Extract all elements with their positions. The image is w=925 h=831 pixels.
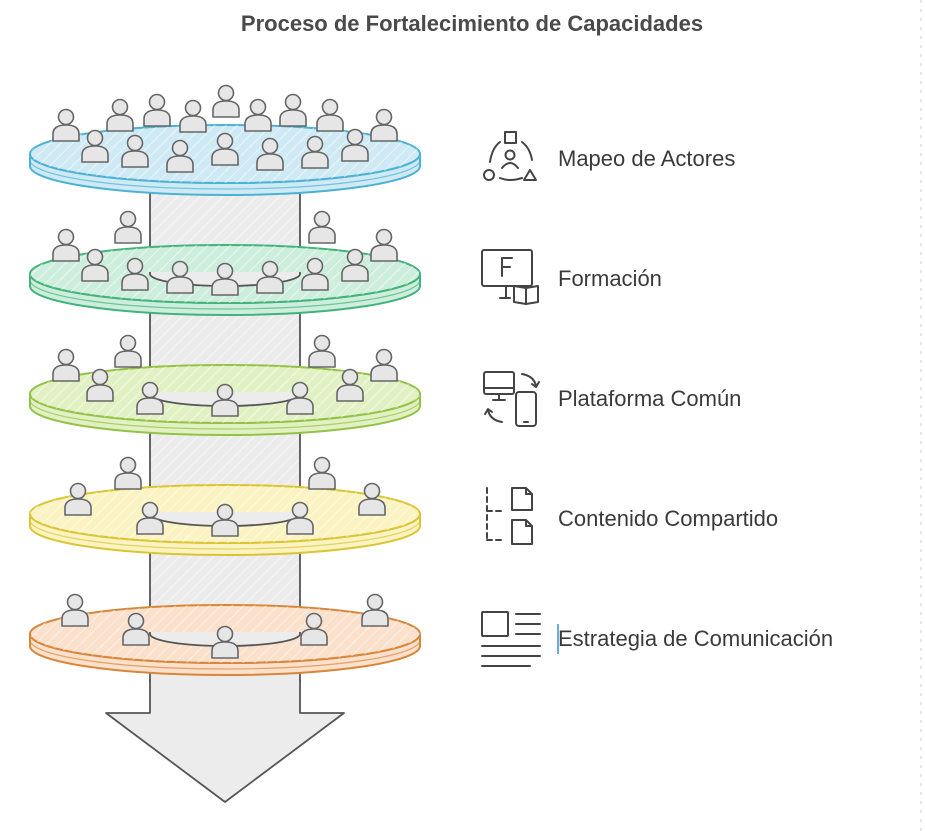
- person-icon: [361, 593, 389, 627]
- person-icon: [341, 248, 369, 282]
- person-icon: [106, 98, 134, 132]
- person-icon: [52, 348, 80, 382]
- disc-layer-2: [29, 210, 421, 316]
- person-icon: [114, 334, 142, 368]
- person-icon: [121, 257, 149, 291]
- disc-layer-4: [29, 456, 421, 556]
- disc-rim-line: [29, 279, 421, 310]
- layer-label-1: Mapeo de Actores: [558, 146, 735, 171]
- person-icon: [166, 139, 194, 173]
- person-icon: [114, 456, 142, 490]
- layer-label-group-3: Plataforma Común: [483, 371, 741, 427]
- down-arrow: [105, 679, 345, 803]
- stakeholder-mapping-icon: [483, 131, 537, 181]
- disc-layer-5: [29, 593, 421, 676]
- person-icon: [81, 129, 109, 163]
- disc-layer-1: [29, 84, 421, 196]
- person-icon: [308, 210, 336, 244]
- layer-label-group-5: Estrategia de Comunicación: [481, 611, 833, 667]
- disc-rim-line: [29, 639, 421, 670]
- person-icon: [286, 501, 314, 535]
- diagram-title: Proceso de Fortalecimiento de Capacidade…: [241, 11, 703, 36]
- person-icon: [114, 210, 142, 244]
- person-icon: [370, 228, 398, 262]
- disc-rim-line: [29, 519, 421, 550]
- training-board-book-icon: [481, 249, 539, 305]
- person-icon: [308, 456, 336, 490]
- person-icon: [301, 135, 329, 169]
- person-icon: [179, 99, 207, 133]
- person-icon: [52, 228, 80, 262]
- person-icon: [308, 334, 336, 368]
- person-icon: [211, 625, 239, 659]
- layer-label-group-1: Mapeo de Actores: [483, 131, 735, 181]
- disc-rim-line: [29, 399, 421, 430]
- disc-stack: [29, 84, 421, 676]
- person-icon: [358, 482, 386, 516]
- person-icon: [121, 134, 149, 168]
- person-icon: [256, 137, 284, 171]
- disc-rim-line: [29, 159, 421, 190]
- layer-label-group-4: Contenido Compartido: [486, 487, 778, 545]
- person-icon: [370, 348, 398, 382]
- person-icon: [61, 593, 89, 627]
- person-icon: [211, 262, 239, 296]
- person-icon: [166, 260, 194, 294]
- person-icon: [286, 381, 314, 415]
- person-icon: [211, 383, 239, 417]
- layer-label-group-2: Formación: [481, 249, 662, 305]
- person-icon: [370, 108, 398, 142]
- article-layout-icon: [481, 611, 541, 667]
- person-icon: [341, 128, 369, 162]
- person-icon: [52, 108, 80, 142]
- person-icon: [211, 503, 239, 537]
- disc-layer-3: [29, 334, 421, 436]
- person-icon: [136, 501, 164, 535]
- shared-documents-icon: [486, 487, 533, 545]
- person-icon: [316, 98, 344, 132]
- layer-label-4: Contenido Compartido: [558, 506, 778, 531]
- person-icon: [301, 257, 329, 291]
- person-icon: [244, 98, 272, 132]
- person-icon: [81, 248, 109, 282]
- person-icon: [256, 260, 284, 294]
- person-icon: [122, 612, 150, 646]
- person-icon: [279, 93, 307, 127]
- layer-label-2: Formación: [558, 266, 662, 291]
- person-icon: [86, 368, 114, 402]
- person-icon: [143, 93, 171, 127]
- layer-label-3: Plataforma Común: [558, 386, 741, 411]
- layer-label-5: Estrategia de Comunicación: [558, 626, 833, 651]
- person-icon: [300, 612, 328, 646]
- devices-sync-icon: [483, 371, 540, 427]
- person-icon: [212, 84, 240, 118]
- person-icon: [64, 482, 92, 516]
- person-icon: [211, 132, 239, 166]
- person-icon: [336, 368, 364, 402]
- person-icon: [136, 381, 164, 415]
